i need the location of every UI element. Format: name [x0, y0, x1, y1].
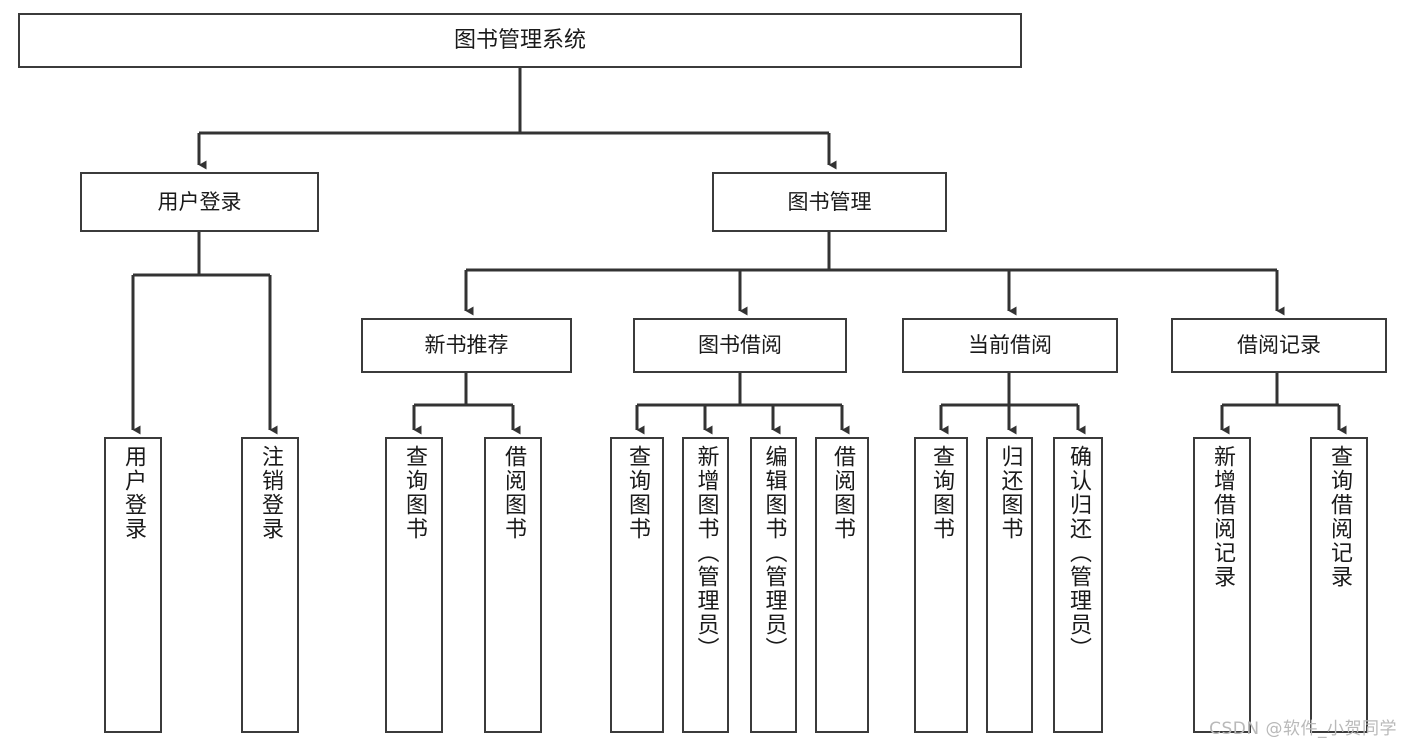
leaf-add-borrow-record[interactable]: 新增借阅记录: [1193, 437, 1251, 733]
node-label: 注销登录: [258, 445, 283, 541]
leaf-query-borrow-record[interactable]: 查询借阅记录: [1310, 437, 1368, 733]
leaf-borrow-book[interactable]: 借阅图书: [815, 437, 869, 733]
node-label: 查询图书: [402, 445, 427, 541]
node-label: 图书管理系统: [453, 27, 586, 53]
csdn-watermark: CSDN @软件_小贺同学: [1209, 719, 1397, 739]
node-borrow-record[interactable]: 借阅记录: [1171, 318, 1387, 373]
node-label: 用户登录: [121, 445, 146, 541]
node-label: 编辑图书（管理员）: [761, 445, 787, 661]
node-label: 图书管理: [787, 189, 872, 214]
node-user-login[interactable]: 用户登录: [80, 172, 319, 232]
leaf-query-book-borrow[interactable]: 查询图书: [610, 437, 664, 733]
node-book-management[interactable]: 图书管理: [712, 172, 947, 232]
node-label: 借阅记录: [1237, 333, 1321, 358]
node-label: 查询图书: [929, 445, 954, 541]
node-book-borrow[interactable]: 图书借阅: [633, 318, 847, 373]
leaf-edit-book-admin[interactable]: 编辑图书（管理员）: [750, 437, 797, 733]
leaf-logout[interactable]: 注销登录: [241, 437, 299, 733]
node-new-book-recommend[interactable]: 新书推荐: [361, 318, 572, 373]
node-label: 图书借阅: [698, 333, 782, 358]
node-label: 用户登录: [157, 189, 242, 214]
leaf-borrow-book-recommend[interactable]: 借阅图书: [484, 437, 542, 733]
node-label: 查询图书: [625, 445, 650, 541]
node-current-borrow[interactable]: 当前借阅: [902, 318, 1118, 373]
node-label: 借阅图书: [830, 445, 855, 541]
node-label: 查询借阅记录: [1327, 445, 1352, 589]
node-root-book-management-system[interactable]: 图书管理系统: [18, 13, 1022, 68]
leaf-add-book-admin[interactable]: 新增图书（管理员）: [682, 437, 729, 733]
node-label: 确认归还（管理员）: [1066, 445, 1091, 661]
leaf-return-book[interactable]: 归还图书: [986, 437, 1033, 733]
leaf-query-book-current[interactable]: 查询图书: [914, 437, 968, 733]
node-label: 新增借阅记录: [1210, 445, 1235, 589]
node-label: 当前借阅: [968, 333, 1052, 358]
leaf-user-login[interactable]: 用户登录: [104, 437, 162, 733]
node-label: 借阅图书: [501, 445, 526, 541]
node-label: 归还图书: [997, 445, 1023, 541]
node-label: 新书推荐: [424, 333, 509, 358]
node-label: 新增图书（管理员）: [693, 445, 719, 661]
leaf-confirm-return-admin[interactable]: 确认归还（管理员）: [1053, 437, 1103, 733]
leaf-query-book-recommend[interactable]: 查询图书: [385, 437, 443, 733]
